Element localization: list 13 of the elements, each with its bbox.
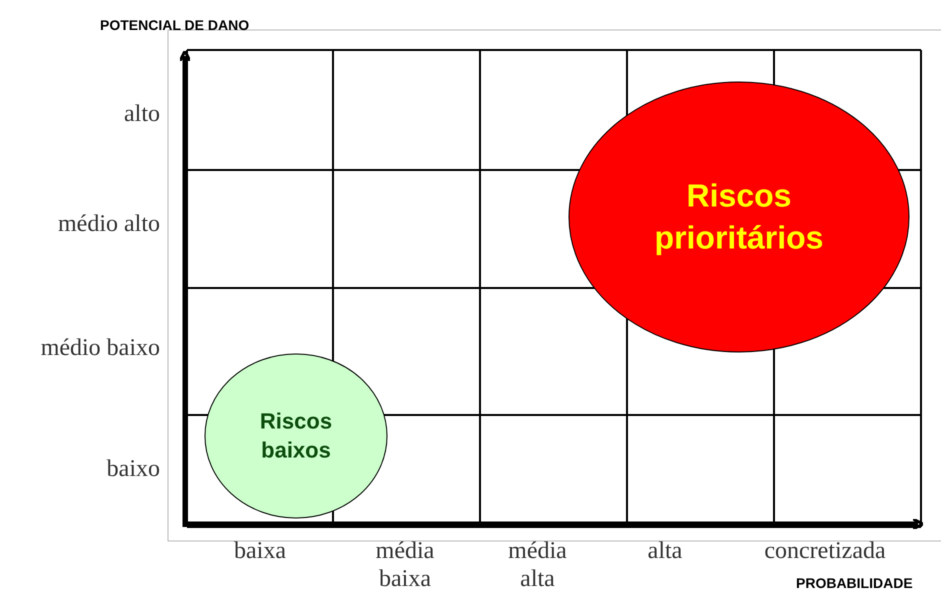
region-label: Riscos prioritários xyxy=(654,176,824,258)
column-label: alta xyxy=(646,537,684,565)
row-label: médio alto xyxy=(57,210,160,238)
row-label: médio baixo xyxy=(40,334,160,362)
row-label: alto xyxy=(123,100,160,128)
column-label: média baixa xyxy=(374,537,436,590)
y-axis-title: POTENCIAL DE DANO xyxy=(100,16,250,35)
column-label: média alta xyxy=(507,537,568,590)
row-label: baixo xyxy=(106,455,160,483)
column-label: baixa xyxy=(233,537,287,565)
x-axis-title: PROBABILIDADE xyxy=(796,574,914,590)
region-label: Riscos baixos xyxy=(258,407,334,464)
column-label: concretizada xyxy=(763,537,887,565)
